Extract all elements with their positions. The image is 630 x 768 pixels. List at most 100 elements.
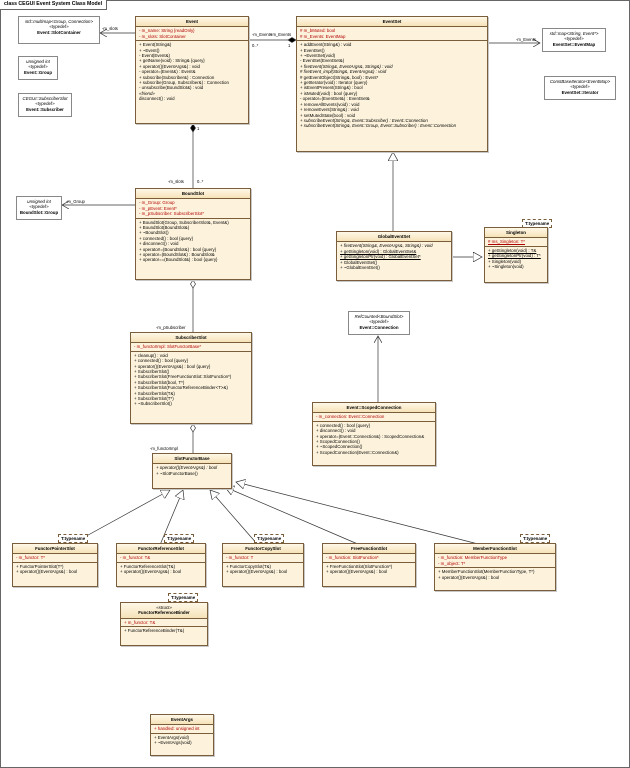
class-subscriber-slot-op: + SubscriberSlot(FreeFunctionSlot::SlotF… bbox=[134, 374, 232, 380]
class-event-name: Event bbox=[136, 17, 248, 28]
class-scoped-connection-operations: + connected() : bool {query} + disconnec… bbox=[313, 422, 435, 456]
class-event-set[interactable]: EventSet # m_bMuted: bool # m_Events: Ev… bbox=[296, 16, 488, 152]
class-functor-copy-slot-op: + FunctorCopySlot(T&) bbox=[226, 563, 272, 569]
class-subscriber-slot-op: + cleanup() : void bbox=[134, 352, 168, 358]
class-event-set-op: + addEvent(String&) : void bbox=[300, 42, 352, 48]
class-event-set-op: + subscribeEvent(String&, Event::Group, … bbox=[300, 123, 457, 129]
class-scoped-connection-attr: - m_connection: Event::Connection bbox=[316, 414, 385, 420]
class-functor-reference-binder-op: + FunctorReferenceBinder(T&) bbox=[124, 628, 185, 634]
class-subscriber-slot-op: + connected() : bool {query} bbox=[134, 358, 189, 364]
class-free-function-slot-name: FreeFunctionSlot bbox=[323, 544, 415, 555]
class-event-set-op: + isEventPresent(String&) : bool bbox=[300, 85, 363, 91]
class-global-event-set-name: GlobalEventSet bbox=[337, 232, 451, 243]
class-functor-pointer-slot[interactable]: FunctorPointerSlot - m_functor: T* + Fun… bbox=[12, 543, 98, 587]
class-iterator[interactable]: ConstBaseIterator<EventMap>«typedef»Even… bbox=[544, 76, 616, 100]
class-connection-stereo: RefCounted<BoundSlot> bbox=[354, 314, 404, 319]
class-singleton-attributes: # ms_Singleton: T* bbox=[485, 238, 547, 247]
class-functor-reference-slot-attributes: - m_functor: T& bbox=[117, 554, 205, 563]
class-member-function-slot-op: + MemberFunctionSlot(MemberFunctionType,… bbox=[438, 569, 535, 575]
class-event-set-op: # getEventObject(String&, bool) : Event* bbox=[300, 74, 379, 80]
label-m-subscriber: -m_pSubscriber bbox=[156, 325, 186, 330]
class-connection[interactable]: RefCounted<BoundSlot>«typedef»Event::Con… bbox=[348, 311, 410, 335]
class-subscriber-slot-operations: + cleanup() : void + connected() : bool … bbox=[131, 352, 251, 408]
class-slot-container-tag: «typedef» bbox=[49, 24, 69, 30]
class-bound-slot-attr: - m_Group: Group bbox=[139, 200, 175, 206]
class-functor-reference-slot-attr: - m_functor: T& bbox=[120, 555, 151, 561]
class-event-args-op: + EventArgs(void) bbox=[154, 734, 190, 740]
class-bound-slot-group-name: BoundSlot::Group bbox=[19, 209, 59, 215]
class-functor-reference-binder-name: FunctorReferenceBinder bbox=[138, 610, 190, 616]
class-connection-tag: «typedef» bbox=[369, 319, 389, 325]
class-bound-slot-group[interactable]: unsigned int«typedef»BoundSlot::Group bbox=[16, 196, 62, 220]
label-event-mult: 1 bbox=[197, 126, 200, 131]
label-m-slots: -m_slots bbox=[102, 26, 118, 31]
class-subscriber-slot-name: SubscriberSlot bbox=[131, 333, 251, 344]
class-event-op: + ~Event() bbox=[139, 47, 160, 53]
class-member-function-slot-operations: + MemberFunctionSlot(MemberFunctionType,… bbox=[435, 568, 555, 581]
template-param-functor-pointer-slot: T:typename bbox=[58, 534, 89, 543]
class-iterator-stereo: ConstBaseIterator<EventMap> bbox=[549, 79, 611, 84]
class-subscriber-stereo: CEGUI::SubscriberSlot bbox=[22, 96, 68, 101]
class-scoped-connection-op: + operator=(Event::Connection&) : Scoped… bbox=[316, 433, 425, 439]
class-bound-slot-group-tag: «typedef» bbox=[29, 204, 49, 210]
label-m-slots-2-mult: 0..* bbox=[197, 179, 204, 184]
class-bound-slot-group-stereo: unsigned int bbox=[27, 199, 51, 204]
class-functor-copy-slot-op: + operator()(EventArgs&) : bool bbox=[226, 569, 288, 575]
class-event-map[interactable]: std::map<String, Event*>«typedef»EventSe… bbox=[542, 28, 606, 52]
class-global-event-set-op: + getSingleton(void) : GlobalEventSet& bbox=[340, 248, 417, 254]
class-subscriber-slot-op: + SubscriberSlot(bool, T*) bbox=[134, 379, 185, 385]
class-event-args-name: EventArgs bbox=[151, 715, 213, 726]
class-functor-reference-slot-name: FunctorReferenceSlot bbox=[117, 544, 205, 555]
class-event-args-attr: + handled: unsigned int bbox=[154, 726, 200, 732]
class-event-args[interactable]: EventArgs + handled: unsigned int + Even… bbox=[150, 714, 214, 756]
class-subscriber-name: Event::Subscriber bbox=[26, 106, 64, 112]
class-event-set-op: - EventSet(EventSet&) bbox=[300, 58, 345, 64]
template-param-functor-copy-slot: T:typename bbox=[254, 534, 285, 543]
class-subscriber-slot-op: + SubscriberSlot(T*) bbox=[134, 396, 174, 402]
class-functor-copy-slot[interactable]: FunctorCopySlot - m_functor: T + Functor… bbox=[222, 543, 304, 587]
class-group[interactable]: unsigned int«typedef»Event::Group bbox=[18, 56, 58, 80]
class-subscriber-slot-op: + SubscriberSlot() bbox=[134, 369, 170, 375]
edge-functorreference-base bbox=[159, 490, 183, 546]
class-event-set-attr: # m_bMuted: bool bbox=[300, 28, 336, 34]
class-singleton-op: + ~Singleton(void) bbox=[488, 264, 524, 270]
class-bound-slot-op: + operator==(BoundSlot&) : bool {query} bbox=[139, 257, 218, 263]
class-event-set-op: + setMutedState(bool) : void bbox=[300, 112, 356, 118]
class-bound-slot[interactable]: BoundSlot - m_Group: Group - m_pEvent: E… bbox=[135, 188, 251, 280]
class-scoped-connection[interactable]: Event::ScopedConnection - m_connection: … bbox=[312, 402, 436, 466]
class-member-function-slot[interactable]: MemberFunctionSlot - m_function: MemberF… bbox=[434, 543, 556, 591]
class-subscriber[interactable]: CEGUI::SubscriberSlot«typedef»Event::Sub… bbox=[18, 93, 72, 117]
class-event-set-op: # fireEvent_impl(String&, EventArgs&) : … bbox=[300, 69, 387, 75]
class-slot-container[interactable]: std::multimap<Group, Connection>«typedef… bbox=[18, 16, 100, 44]
class-functor-pointer-slot-operations: + FunctorPointerSlot(T*) + operator()(Ev… bbox=[13, 563, 97, 576]
class-iterator-tag: «typedef» bbox=[570, 84, 590, 90]
class-event-op: + getName(void) : String& {query} bbox=[139, 58, 205, 64]
template-param-functor-reference-slot: T:typename bbox=[164, 534, 195, 543]
class-singleton-name: Singleton bbox=[485, 228, 547, 239]
class-slot-functor-base[interactable]: SlotFunctorBase + operator()(EventArgs&)… bbox=[152, 453, 232, 489]
class-event-set-attr: # m_Events: EventMap bbox=[300, 33, 346, 39]
class-subscriber-slot[interactable]: SubscriberSlot - m_functorImpl: SlotFunc… bbox=[130, 332, 252, 424]
class-functor-reference-slot-op: + operator()(EventArgs&) : bool bbox=[120, 569, 182, 575]
class-group-tag: «typedef» bbox=[28, 64, 48, 70]
class-bound-slot-operations: + BoundSlot(Group, SubscriberSlot&, Even… bbox=[136, 219, 250, 264]
class-event-set-op: + isMuted(void) : bool {query} bbox=[300, 90, 358, 96]
class-functor-reference-binder-attributes: + m_functor: T& bbox=[121, 619, 207, 628]
class-event-set-name: EventSet bbox=[297, 17, 487, 28]
class-event-op: - Event(Event&) bbox=[139, 53, 170, 59]
class-functor-reference-binder[interactable]: «struct»FunctorReferenceBinder + m_funct… bbox=[120, 602, 208, 646]
class-free-function-slot[interactable]: FreeFunctionSlot - m_function: SlotFunct… bbox=[322, 543, 416, 587]
class-event[interactable]: Event - m_name: String {readOnly} - m_sl… bbox=[135, 16, 249, 124]
class-event-set-op: + removeAllEvents(void) : void bbox=[300, 101, 360, 107]
class-functor-reference-slot[interactable]: FunctorReferenceSlot - m_functor: T& + F… bbox=[116, 543, 206, 587]
class-event-set-attributes: # m_bMuted: bool # m_Events: EventMap bbox=[297, 27, 487, 42]
label-m-events-2-mult: 1 bbox=[288, 43, 291, 48]
class-singleton[interactable]: Singleton # ms_Singleton: T* + getSingle… bbox=[484, 227, 548, 283]
class-event-set-op: + fireEvent(String&, EventArgs&, String&… bbox=[300, 63, 393, 69]
class-subscriber-slot-op: + ~SubscriberSlot() bbox=[134, 401, 172, 407]
class-event-set-op: + EventSet() bbox=[300, 47, 325, 53]
class-subscriber-tag: «typedef» bbox=[35, 101, 55, 107]
class-functor-copy-slot-operations: + FunctorCopySlot(T&) + operator()(Event… bbox=[223, 563, 303, 576]
class-global-event-set[interactable]: GlobalEventSet + fireEvent(String&, Even… bbox=[336, 231, 452, 281]
class-event-set-op: + subscribeEvent(String&, Event::Subscri… bbox=[300, 117, 428, 123]
